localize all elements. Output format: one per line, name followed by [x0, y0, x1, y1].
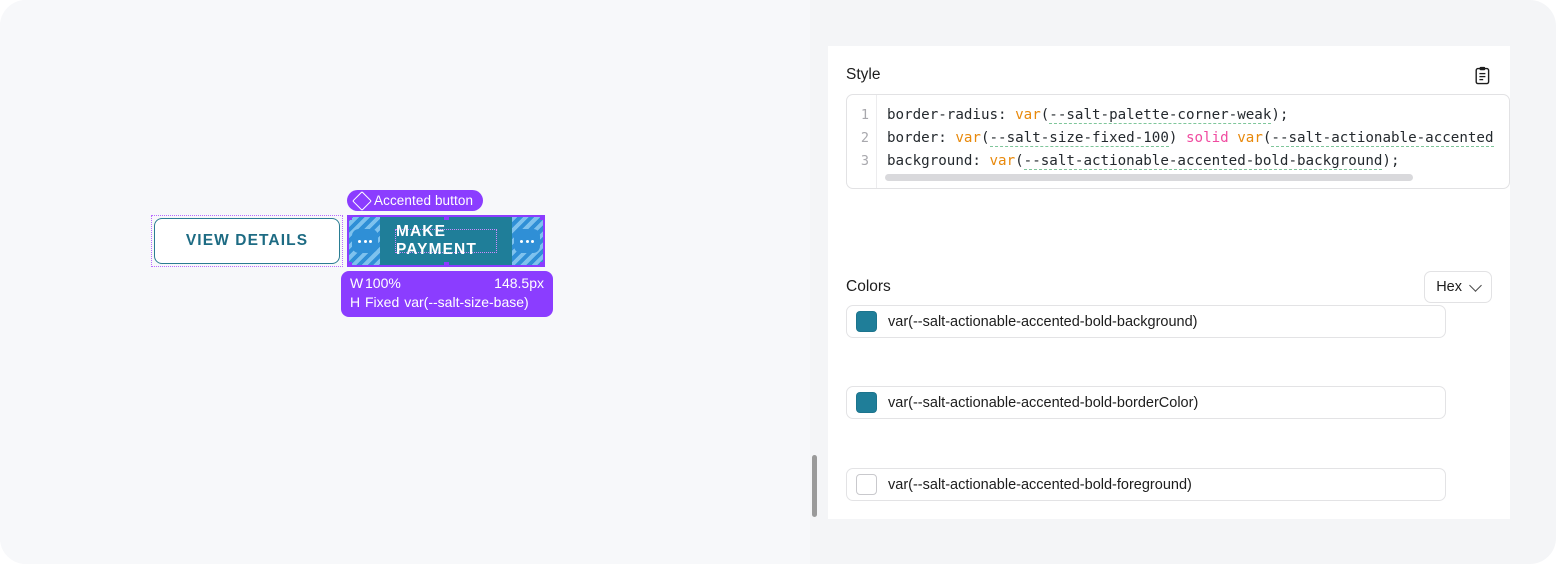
selection-type-badge[interactable]: Accented button: [347, 190, 484, 211]
height-mode: Fixed: [365, 294, 400, 310]
color-format-select[interactable]: Hex: [1424, 271, 1492, 303]
inspector-panel: Style 1 2 3 border-radius: var(--salt-pa…: [828, 46, 1510, 519]
style-title: Style: [846, 66, 881, 83]
dot-icon: [358, 239, 361, 243]
width-value: 148.5px: [494, 275, 544, 291]
width-mode: 100%: [365, 275, 401, 291]
height-key: H: [350, 294, 361, 310]
line-number: 3: [860, 153, 869, 169]
line-number: 2: [860, 130, 869, 146]
view-details-hover-outline: VIEW DETAILS: [151, 215, 343, 267]
dot-icon: [520, 239, 523, 243]
resize-handle-top-left[interactable]: [347, 215, 352, 220]
dot-icon: [369, 239, 372, 243]
color-swatch[interactable]: [856, 311, 877, 332]
padding-handle-right[interactable]: [514, 229, 540, 253]
dot-icon: [525, 239, 529, 243]
view-details-button[interactable]: VIEW DETAILS: [154, 218, 340, 264]
selection-color-value: var(--salt-actionable-accented-bold-fore…: [888, 476, 1192, 493]
selection-type-label: Accented button: [374, 193, 474, 208]
panel-scrollbar[interactable]: [812, 455, 817, 517]
color-format-value: Hex: [1436, 279, 1462, 295]
code-line: background: var(--salt-actionable-accent…: [887, 153, 1400, 170]
line-number: 1: [860, 107, 869, 123]
view-details-label: VIEW DETAILS: [185, 232, 309, 249]
height-value: var(--salt-size-base): [404, 294, 529, 310]
border-color-field[interactable]: var(--salt-actionable-accented-bold-bord…: [846, 386, 1446, 419]
dimension-width-row: W 100% 148.5px: [350, 274, 544, 293]
clipboard-icon[interactable]: [1470, 63, 1494, 87]
dot-icon: [363, 239, 367, 243]
border-color-value: var(--salt-actionable-accented-bold-bord…: [888, 394, 1199, 411]
design-canvas[interactable]: Accented button VIEW DETAILS MAKE PAYMEN: [0, 0, 810, 564]
code-line-numbers: 1 2 3: [847, 95, 877, 188]
code-content[interactable]: border-radius: var(--salt-palette-corner…: [878, 104, 1509, 173]
width-key: W: [350, 275, 364, 291]
code-line: border-radius: var(--salt-palette-corner…: [887, 107, 1289, 124]
style-section-header: Style: [846, 62, 1494, 88]
background-color-value: var(--salt-actionable-accented-bold-back…: [888, 313, 1198, 330]
diamond-icon: [352, 190, 372, 211]
selection-color-field[interactable]: var(--salt-actionable-accented-bold-fore…: [846, 468, 1446, 501]
resize-handle-top-right[interactable]: [540, 215, 545, 220]
colors-title: Colors: [846, 278, 891, 295]
resize-handle-bottom-left[interactable]: [347, 262, 352, 267]
padding-handle-left[interactable]: [352, 229, 378, 253]
dot-icon: [531, 239, 534, 243]
make-payment-text-bounds: MAKE PAYMENT: [395, 223, 497, 258]
code-horizontal-scrollbar[interactable]: [885, 174, 1413, 181]
style-code-editor[interactable]: 1 2 3 border-radius: var(--salt-palette-…: [846, 94, 1510, 189]
color-swatch[interactable]: [856, 392, 877, 413]
make-payment-button[interactable]: [380, 217, 512, 265]
colors-section-header: Colors Hex: [846, 270, 1492, 304]
dimension-height-row: H Fixed var(--salt-size-base): [350, 293, 544, 312]
make-payment-label: MAKE PAYMENT: [396, 223, 477, 258]
resize-handle-top-center[interactable]: [443, 215, 449, 220]
dimension-tooltip: W 100% 148.5px H Fixed var(--salt-size-b…: [341, 271, 553, 317]
background-color-field[interactable]: var(--salt-actionable-accented-bold-back…: [846, 305, 1446, 338]
make-payment-selection-frame[interactable]: MAKE PAYMENT: [347, 215, 545, 267]
code-line: border: var(--salt-size-fixed-100) solid…: [887, 130, 1494, 147]
resize-handle-bottom-right[interactable]: [540, 262, 545, 267]
resize-handle-bottom-center[interactable]: [443, 262, 449, 267]
color-swatch[interactable]: [856, 474, 877, 495]
chevron-down-icon: [1469, 278, 1482, 292]
